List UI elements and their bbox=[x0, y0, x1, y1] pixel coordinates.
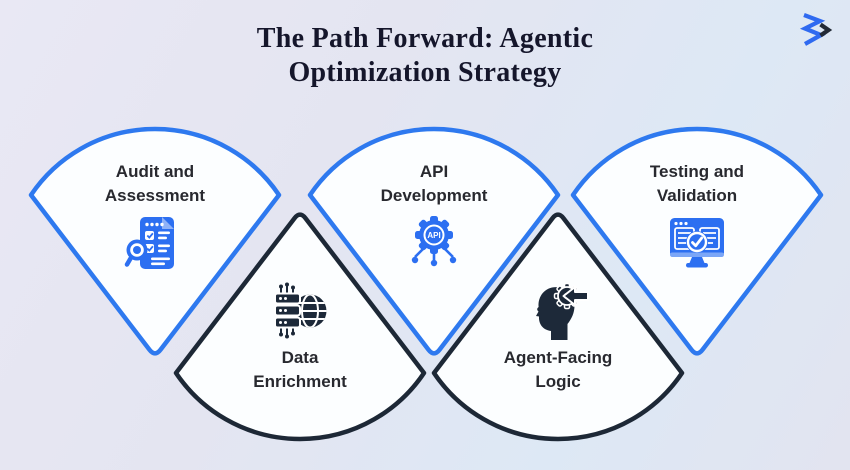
step-label-line2: Validation bbox=[656, 186, 738, 205]
step-label: Audit and Assessment bbox=[27, 160, 283, 208]
step-agent-facing-logic: Agent-Facing Logic bbox=[430, 207, 686, 443]
step-api-development: API Development API bbox=[306, 125, 562, 361]
brand-zigzag-logo bbox=[799, 13, 833, 46]
audit-document-magnifier-icon bbox=[124, 217, 174, 269]
step-label-line2: Assessment bbox=[104, 186, 206, 205]
monitor-checkmark-icon bbox=[670, 218, 724, 268]
step-testing-and-validation: Testing and Validation bbox=[569, 125, 825, 361]
step-label-line2: Enrichment bbox=[253, 372, 347, 391]
head-gear-arrow-icon bbox=[536, 282, 589, 340]
page-title-line1: The Path Forward: Agentic bbox=[256, 23, 594, 54]
api-gear-icon: API bbox=[411, 216, 457, 267]
step-label-line1: API bbox=[419, 162, 449, 181]
step-label-line1: Testing and bbox=[649, 162, 745, 181]
step-label-line1: Agent-Facing bbox=[503, 348, 613, 367]
step-label-line1: Data bbox=[281, 348, 319, 367]
step-label-line1: Audit and bbox=[115, 162, 195, 181]
page-title-line2: Optimization Strategy bbox=[288, 57, 562, 88]
step-label: Data Enrichment bbox=[172, 346, 428, 394]
step-label: Testing and Validation bbox=[569, 160, 825, 208]
step-label: Agent-Facing Logic bbox=[430, 346, 686, 394]
step-label-line2: Development bbox=[380, 186, 488, 205]
step-label: API Development bbox=[306, 160, 562, 208]
step-data-enrichment: Data Enrichment bbox=[172, 207, 428, 443]
step-audit-and-assessment: Audit and Assessment bbox=[27, 125, 283, 361]
page-title: The Path Forward: Agentic Optimization S… bbox=[0, 22, 850, 90]
step-label-line2: Logic bbox=[535, 372, 581, 391]
svg-text:API: API bbox=[427, 231, 440, 240]
server-globe-circuit-icon bbox=[274, 282, 327, 339]
